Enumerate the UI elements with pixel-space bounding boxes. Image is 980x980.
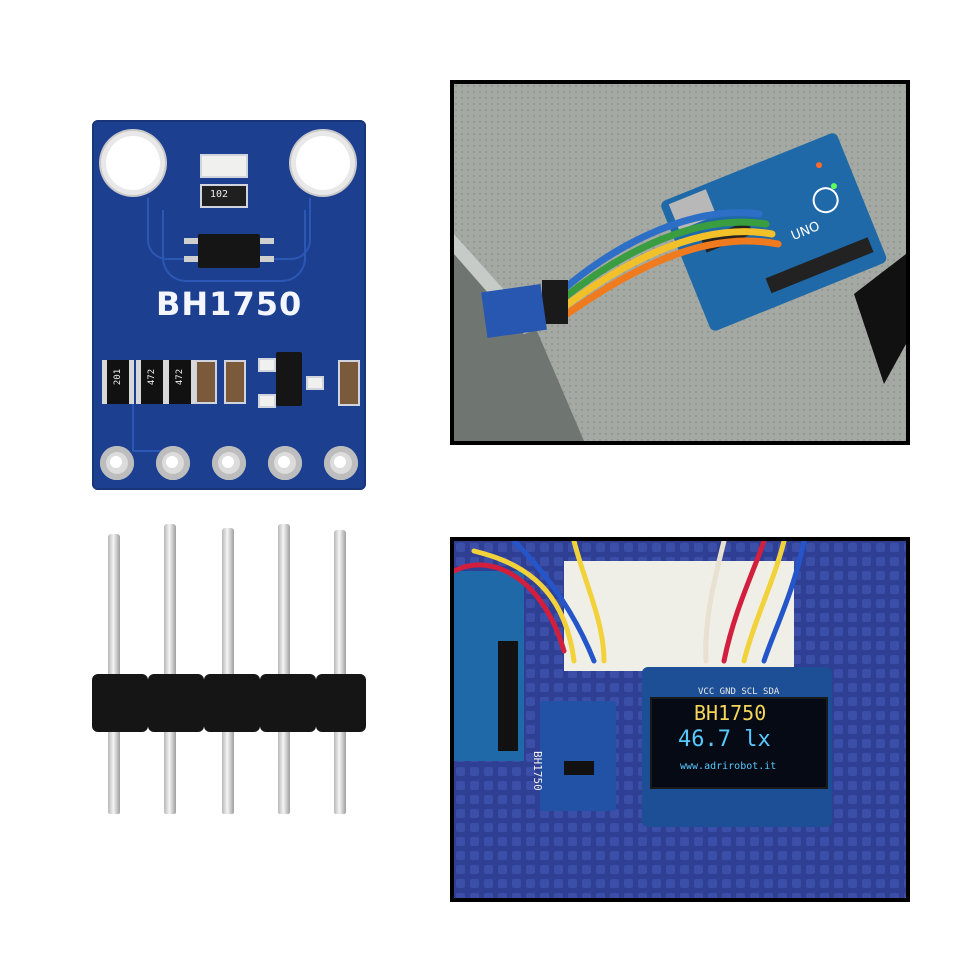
- resistor-label: 201: [113, 368, 123, 386]
- chip-pin: [260, 238, 274, 244]
- oled-value-text: 46.7 lx: [678, 727, 771, 752]
- mounting-hole-right: [296, 136, 350, 190]
- bh1750-module-mini: [481, 284, 547, 338]
- voltage-regulator-chip: [276, 352, 302, 406]
- resistor-label: 472: [175, 368, 185, 386]
- jumper-wires: [560, 209, 782, 320]
- chip-pin: [260, 256, 274, 262]
- mounting-hole-left: [106, 136, 160, 190]
- chip-pad: [258, 394, 276, 408]
- header-pin: [222, 528, 234, 814]
- dupont-connector: [542, 280, 568, 324]
- smd-resistor: 472: [164, 360, 196, 404]
- smd-capacitor: [195, 360, 217, 404]
- smd-resistor: 102: [200, 184, 248, 208]
- smd-resistor: 201: [102, 360, 134, 404]
- arduino-header: [498, 641, 518, 751]
- smd-capacitor: [200, 154, 248, 178]
- sensor-module-label: BH1750: [531, 751, 544, 791]
- arduino-photo-illustration: UNO: [454, 84, 906, 441]
- jumper-wires: [454, 541, 807, 664]
- pin-pad: [324, 446, 358, 480]
- pin-pad: [156, 446, 190, 480]
- header-plastic-block: [260, 674, 316, 732]
- pcb-trace: [162, 210, 306, 282]
- pin-pad: [212, 446, 246, 480]
- header-pin: [334, 530, 346, 814]
- sensor-chip-small: [564, 761, 594, 775]
- bh1750-sensor-chip: [198, 234, 260, 268]
- pin-header-image: [92, 520, 366, 820]
- header-plastic-block: [148, 674, 204, 732]
- bh1750-module-small: [540, 701, 616, 811]
- header-pin: [164, 524, 176, 814]
- arduino-wiring-photo: UNO: [450, 80, 910, 445]
- pin-pad: [268, 446, 302, 480]
- board-stand: [854, 254, 906, 384]
- chip-pad: [258, 358, 276, 372]
- pcb-silkscreen-label: BH1750: [156, 285, 303, 323]
- oled-pin-labels: VCC GND SCL SDA: [698, 687, 780, 697]
- oled-title-text: BH1750: [694, 701, 767, 725]
- oled-url-text: www.adrirobot.it: [680, 761, 777, 772]
- oled-screen: BH1750 46.7 lx www.adrirobot.it: [650, 697, 828, 789]
- chip-pad: [306, 376, 324, 390]
- header-plastic-block: [316, 674, 366, 732]
- smd-capacitor: [224, 360, 246, 404]
- resistor-label: 102: [210, 189, 229, 200]
- resistor-label: 472: [147, 368, 157, 386]
- pin-pad: [100, 446, 134, 480]
- bh1750-pcb-image: 102 BH1750 201 472 472: [92, 120, 366, 490]
- chip-pin: [184, 238, 198, 244]
- header-plastic-block: [204, 674, 260, 732]
- header-pin: [278, 524, 290, 814]
- chip-pin: [184, 256, 198, 262]
- pcb-trace: [132, 400, 174, 452]
- smd-capacitor: [338, 360, 360, 406]
- header-plastic-block: [92, 674, 148, 732]
- oled-display-photo: BH1750 VCC GND SCL SDA BH1750 46.7 lx ww…: [450, 537, 910, 902]
